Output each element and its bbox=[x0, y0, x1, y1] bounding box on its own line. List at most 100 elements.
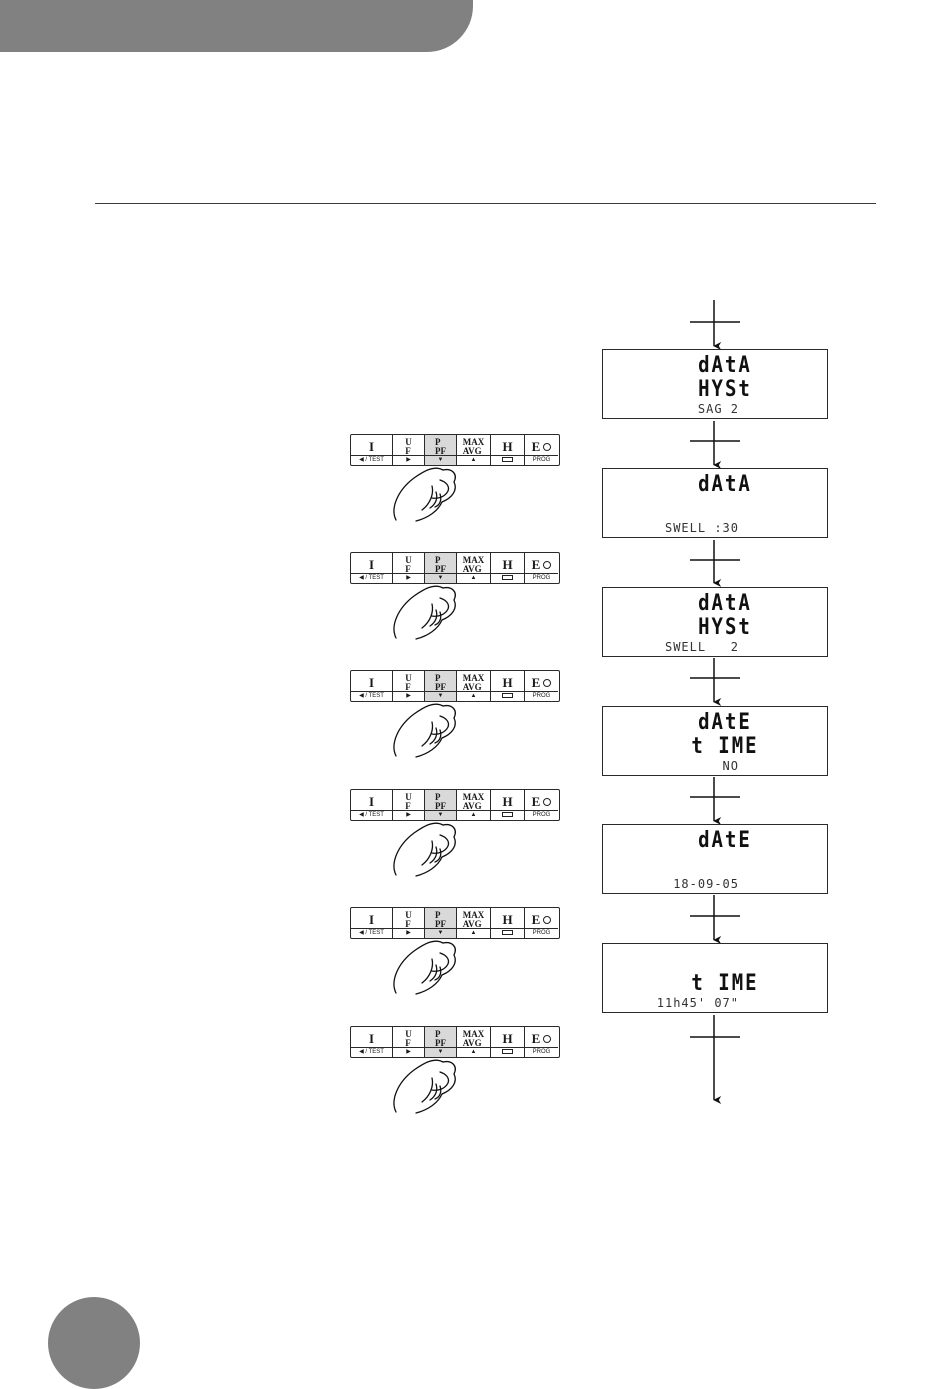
key-sub-label: PROG bbox=[525, 455, 558, 465]
key-label: I bbox=[368, 557, 375, 572]
key-label: I bbox=[368, 1031, 375, 1046]
key-label: H bbox=[502, 912, 513, 927]
lcd-small-line: 18-09-05 bbox=[673, 877, 739, 891]
key-label: MAX AVG bbox=[462, 1028, 485, 1048]
key-label: U F bbox=[405, 1028, 412, 1048]
key-sub-label: ◀ / TEST bbox=[351, 928, 392, 938]
key-max-avg[interactable]: MAX AVG ▲ bbox=[457, 1027, 491, 1057]
key-i[interactable]: I ◀ / TEST bbox=[351, 908, 393, 938]
key-sub-label: ▲ bbox=[457, 928, 490, 938]
key-e[interactable]: E PROG bbox=[525, 435, 558, 465]
key-p-pf[interactable]: P PF ▼ bbox=[425, 1027, 457, 1057]
flow-arrows bbox=[690, 300, 740, 1104]
key-uf[interactable]: U F ▶ bbox=[393, 908, 425, 938]
key-label: MAX AVG bbox=[462, 554, 485, 574]
key-sub-label: ▲ bbox=[457, 691, 490, 701]
key-sub-label: ▼ bbox=[425, 810, 456, 820]
key-label: U F bbox=[405, 436, 412, 456]
key-h[interactable]: H bbox=[491, 435, 525, 465]
key-h[interactable]: H bbox=[491, 908, 525, 938]
key-sub-label: ▶ bbox=[393, 810, 424, 820]
key-p-pf[interactable]: P PF ▼ bbox=[425, 908, 457, 938]
key-label: MAX AVG bbox=[462, 672, 485, 692]
clock-icon bbox=[543, 678, 552, 687]
key-label: MAX AVG bbox=[462, 909, 485, 929]
key-label-text: E bbox=[531, 912, 541, 927]
section-divider bbox=[95, 203, 876, 204]
key-e[interactable]: E PROG bbox=[525, 553, 558, 583]
key-i[interactable]: I ◀ / TEST bbox=[351, 553, 393, 583]
key-label: P PF bbox=[435, 672, 446, 692]
key-uf[interactable]: U F ▶ bbox=[393, 553, 425, 583]
key-i[interactable]: I ◀ / TEST bbox=[351, 1027, 393, 1057]
key-sub-label: ▼ bbox=[425, 455, 456, 465]
key-p-pf[interactable]: P PF ▼ bbox=[425, 553, 457, 583]
keypad-5: I ◀ / TEST U F ▶ P PF ▼ MAX AVG ▲ H E PR… bbox=[350, 907, 560, 939]
lcd-screen-2: dAtA SWELL :30 bbox=[602, 468, 828, 538]
key-label: E bbox=[525, 554, 558, 575]
key-label: I bbox=[368, 912, 375, 927]
key-e[interactable]: E PROG bbox=[525, 671, 558, 701]
key-e[interactable]: E PROG bbox=[525, 790, 558, 820]
key-uf[interactable]: U F ▶ bbox=[393, 435, 425, 465]
key-sub-label: PROG bbox=[525, 691, 558, 701]
keypad-3: I ◀ / TEST U F ▶ P PF ▼ MAX AVG ▲ H E PR… bbox=[350, 670, 560, 702]
key-sub-label: ▶ bbox=[393, 573, 424, 583]
pressing-hand-icon bbox=[393, 940, 456, 995]
lcd-line-2: HYSt bbox=[698, 375, 752, 402]
lcd-screen-3: dAtA HYSt SWELL 2 bbox=[602, 587, 828, 657]
key-sub-label: ▲ bbox=[457, 455, 490, 465]
key-max-avg[interactable]: MAX AVG ▲ bbox=[457, 435, 491, 465]
key-sub-label: ◀ / TEST bbox=[351, 573, 392, 583]
key-label: H bbox=[502, 675, 513, 690]
key-label: H bbox=[502, 1031, 513, 1046]
key-label: P PF bbox=[435, 909, 446, 929]
lcd-small-line: 11h45' 07" bbox=[656, 996, 739, 1010]
key-sub-label: ▲ bbox=[457, 810, 490, 820]
key-sub-label: ▲ bbox=[457, 1047, 490, 1057]
lcd-screen-4: dAtE t IME NO bbox=[602, 706, 828, 776]
key-sub-label: ◀ / TEST bbox=[351, 691, 392, 701]
key-label-text: E bbox=[531, 1031, 541, 1046]
key-h[interactable]: H bbox=[491, 790, 525, 820]
key-label: MAX AVG bbox=[462, 791, 485, 811]
lcd-small-line: NO bbox=[722, 759, 739, 773]
key-i[interactable]: I ◀ / TEST bbox=[351, 790, 393, 820]
key-label: H bbox=[502, 439, 513, 454]
key-h[interactable]: H bbox=[491, 1027, 525, 1057]
key-e[interactable]: E PROG bbox=[525, 908, 558, 938]
lcd-small-line: SAG 2 bbox=[697, 402, 739, 416]
key-i[interactable]: I ◀ / TEST bbox=[351, 435, 393, 465]
key-p-pf[interactable]: P PF ▼ bbox=[425, 671, 457, 701]
clock-icon bbox=[543, 797, 552, 806]
key-p-pf[interactable]: P PF ▼ bbox=[425, 790, 457, 820]
key-h[interactable]: H bbox=[491, 671, 525, 701]
keypad-1: I ◀ / TEST U F ▶ P PF ▼ MAX AVG ▲ H E PR… bbox=[350, 434, 560, 466]
keypad-4: I ◀ / TEST U F ▶ P PF ▼ MAX AVG ▲ H E PR… bbox=[350, 789, 560, 821]
key-uf[interactable]: U F ▶ bbox=[393, 671, 425, 701]
key-sub-label: ▼ bbox=[425, 928, 456, 938]
key-h[interactable]: H bbox=[491, 553, 525, 583]
lcd-screen-1: dAtA HYSt SAG 2 bbox=[602, 349, 828, 419]
lcd-line-1: dAtE bbox=[698, 708, 752, 735]
key-max-avg[interactable]: MAX AVG ▲ bbox=[457, 553, 491, 583]
pressing-hand-icon bbox=[393, 1059, 456, 1114]
clock-icon bbox=[543, 915, 552, 924]
key-label: I bbox=[368, 439, 375, 454]
key-label-text: E bbox=[531, 439, 541, 454]
key-max-avg[interactable]: MAX AVG ▲ bbox=[457, 671, 491, 701]
key-uf[interactable]: U F ▶ bbox=[393, 790, 425, 820]
lcd-small-line: SWELL 2 bbox=[664, 640, 739, 654]
key-max-avg[interactable]: MAX AVG ▲ bbox=[457, 790, 491, 820]
key-p-pf[interactable]: P PF ▼ bbox=[425, 435, 457, 465]
key-sub-label: ▶ bbox=[393, 1047, 424, 1057]
bar-icon bbox=[491, 928, 524, 938]
key-max-avg[interactable]: MAX AVG ▲ bbox=[457, 908, 491, 938]
key-label: E bbox=[525, 791, 558, 812]
key-uf[interactable]: U F ▶ bbox=[393, 1027, 425, 1057]
pressing-hand-icon bbox=[393, 703, 456, 758]
key-e[interactable]: E PROG bbox=[525, 1027, 558, 1057]
key-i[interactable]: I ◀ / TEST bbox=[351, 671, 393, 701]
key-sub-label: ▶ bbox=[393, 928, 424, 938]
key-sub-label: ◀ / TEST bbox=[351, 1047, 392, 1057]
